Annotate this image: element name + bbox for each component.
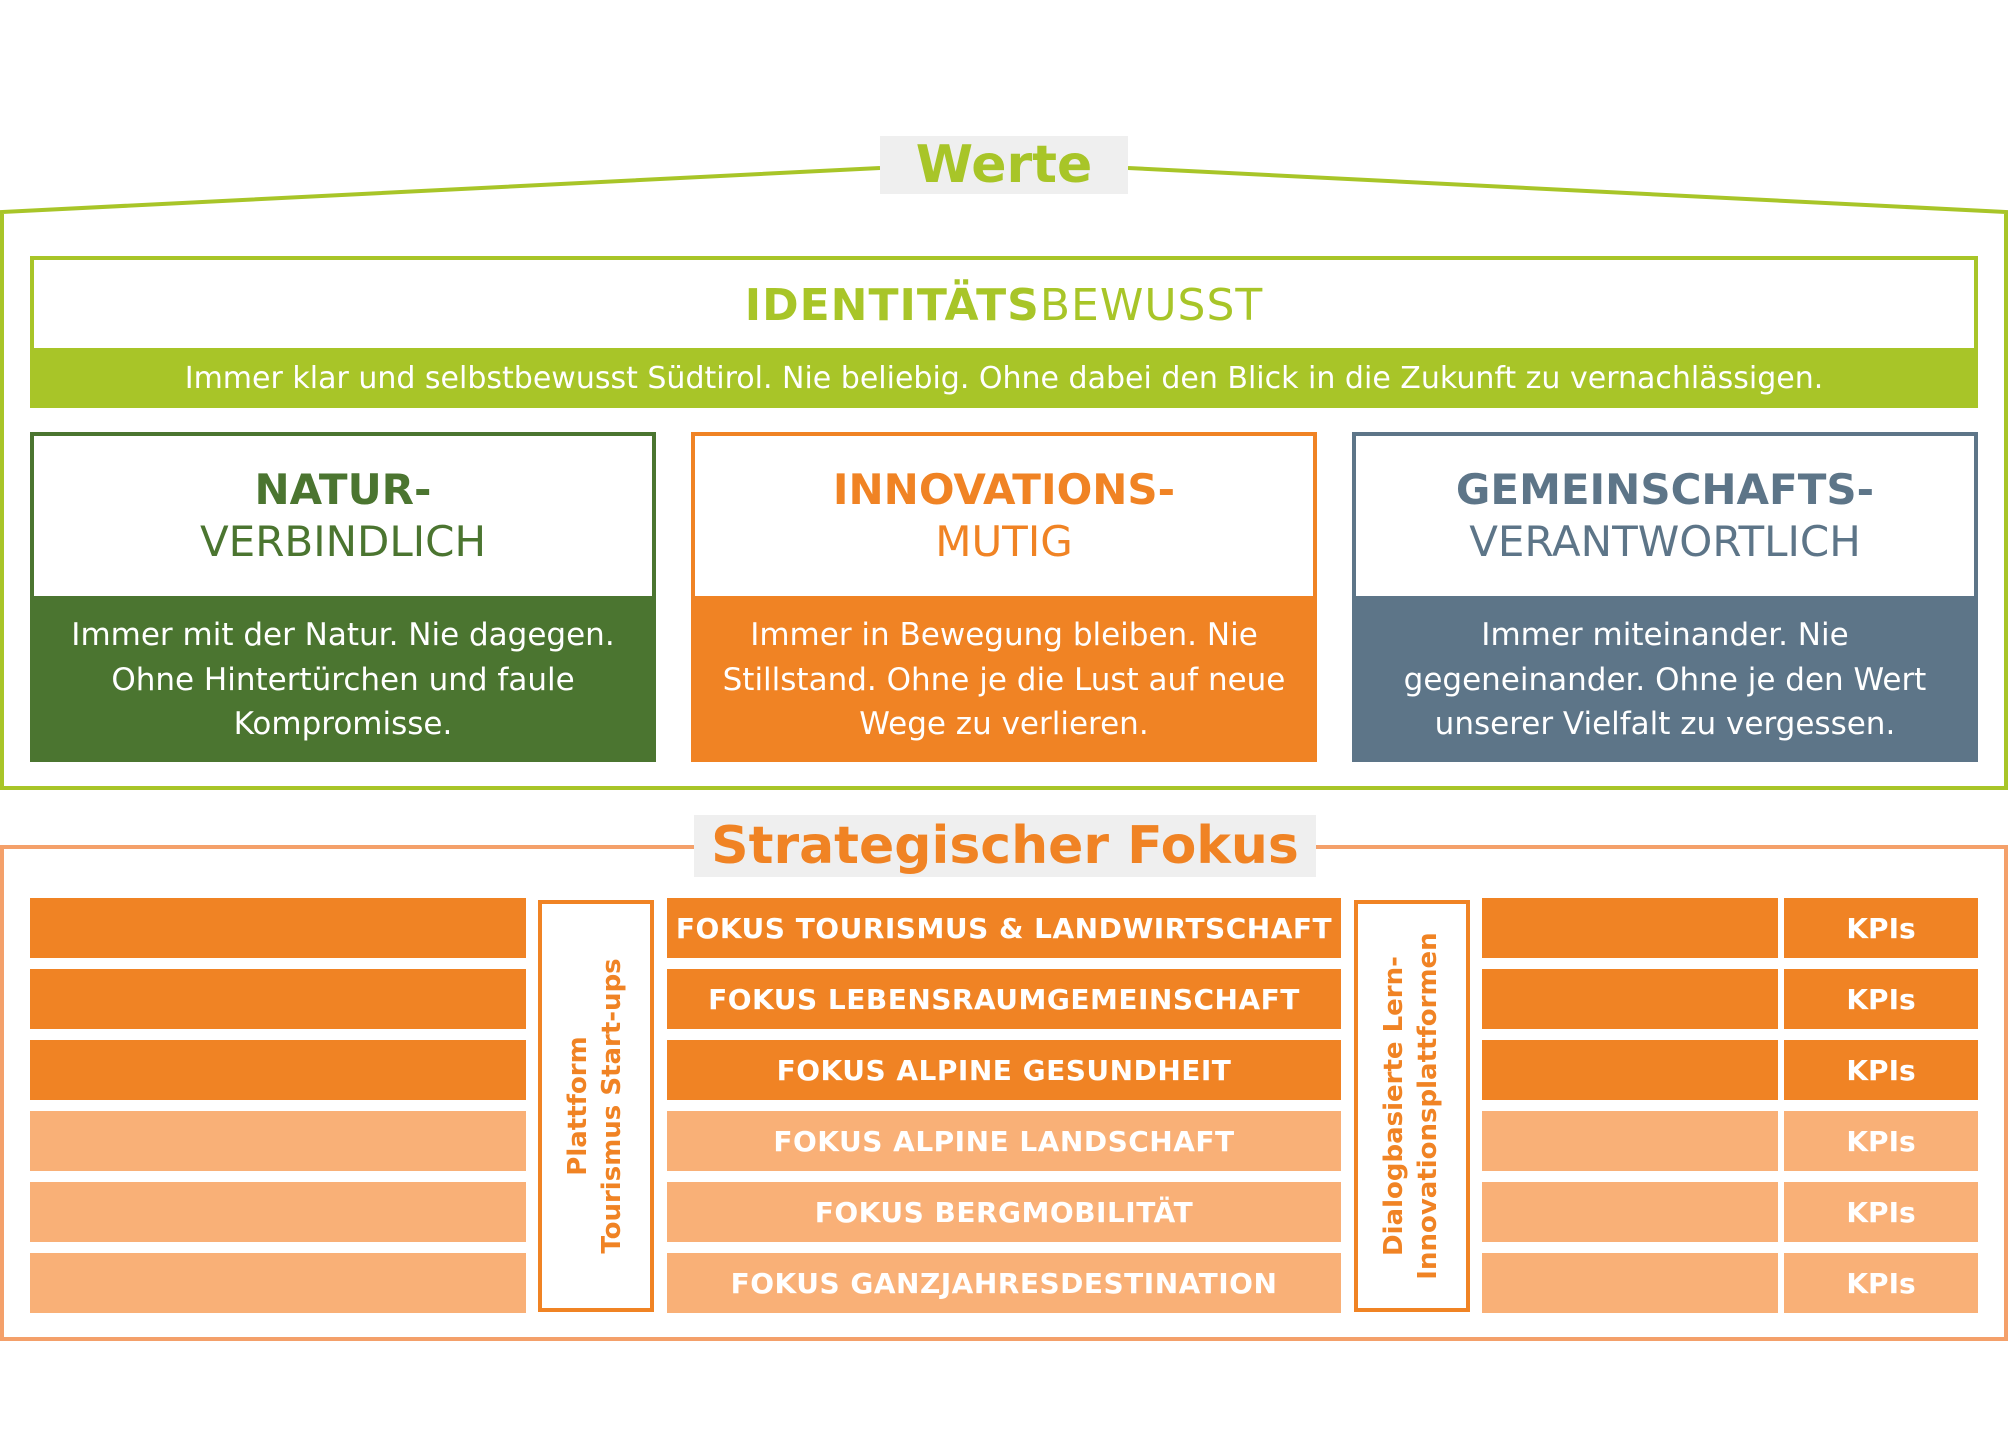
fokus-row-label: FOKUS BERGMOBILITÄT [667,1182,1341,1242]
werte-frame-bottom [0,786,2008,790]
roof-right-line [1127,166,2008,788]
learning-platforms-label: Dialogbasierte Lern- Innovationsplattfor… [1378,932,1446,1279]
fokus-row-label: FOKUS GANZJAHRESDESTINATION [667,1253,1341,1313]
value-natur-line1: NATUR- [254,464,432,514]
fokus-row-label: FOKUS ALPINE GESUNDHEIT [667,1040,1341,1100]
learning-platforms-box: Dialogbasierte Lern- Innovationsplattfor… [1354,900,1470,1312]
fokus-right-bar [1482,1253,1778,1313]
platform-startups-label: Plattform Tourismus Start-ups [562,958,630,1253]
werte-roof [0,166,2008,788]
learning-platforms-line2: Innovationsplattformen [1413,932,1443,1280]
fokus-right-bar [1482,1182,1778,1242]
platform-startups-line2: Tourismus Start-ups [597,958,627,1254]
werte-title: Werte [880,136,1128,194]
fokus-left-bar [30,1111,526,1171]
value-gemeinschaft-line1: GEMEINSCHAFTS- [1455,464,1875,514]
value-gemeinschaft-heading: GEMEINSCHAFTS- VERANTWORTLICH [1352,432,1978,600]
fokus-row-label: FOKUS TOURISMUS & LANDWIRTSCHAFT [667,898,1341,958]
value-innovation-heading: INNOVATIONS- MUTIG [691,432,1317,600]
kpi-cell: KPIs [1784,1182,1978,1242]
roof-left-line [0,166,881,788]
kpi-cell: KPIs [1784,969,1978,1029]
platform-startups-box: Plattform Tourismus Start-ups [538,900,654,1312]
fokus-row-label: FOKUS ALPINE LANDSCHAFT [667,1111,1341,1171]
value-innovation-line1: INNOVATIONS- [832,464,1176,514]
identity-description: Immer klar und selbstbewusst Südtirol. N… [30,348,1978,408]
fokus-title: Strategischer Fokus [694,815,1316,877]
fokus-left-bar [30,1040,526,1100]
learning-platforms-line1: Dialogbasierte Lern- [1379,956,1410,1256]
identity-title-rest: BEWUSST [1039,279,1264,331]
value-gemeinschaft-line2: VERANTWORTLICH [1469,517,1861,566]
value-innovation-line2: MUTIG [935,517,1073,566]
fokus-row-label: FOKUS LEBENSRAUMGEMEINSCHAFT [667,969,1341,1029]
fokus-right-bar [1482,1111,1778,1171]
value-natur-heading: NATUR- VERBINDLICH [30,432,656,600]
value-natur-line2: VERBINDLICH [199,517,487,566]
kpi-cell: KPIs [1784,1253,1978,1313]
fokus-left-bar [30,1253,526,1313]
fokus-left-bar [30,898,526,958]
identity-title-strong: IDENTITÄTS [744,279,1040,331]
fokus-left-bar [30,969,526,1029]
kpi-cell: KPIs [1784,898,1978,958]
kpi-cell: KPIs [1784,1040,1978,1100]
value-gemeinschaft-description: Immer miteinander. Nie gegeneinander. Oh… [1352,598,1978,762]
fokus-right-bar [1482,969,1778,1029]
platform-startups-line1: Plattform [563,1036,594,1176]
kpi-cell: KPIs [1784,1111,1978,1171]
fokus-right-bar [1482,898,1778,958]
value-innovation-description: Immer in Bewegung bleiben. Nie Stillstan… [691,598,1317,762]
value-natur-description: Immer mit der Natur. Nie dagegen. Ohne H… [30,598,656,762]
fokus-left-bar [30,1182,526,1242]
fokus-right-bar [1482,1040,1778,1100]
